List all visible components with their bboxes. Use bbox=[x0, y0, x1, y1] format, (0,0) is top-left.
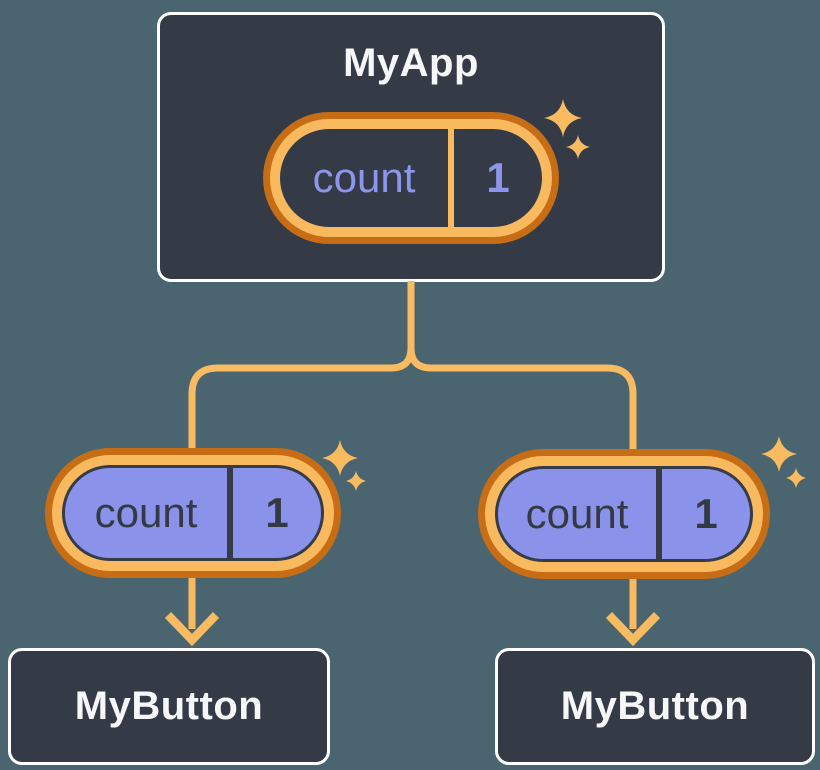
state-pill-mybutton-left: count 1 bbox=[45, 448, 341, 578]
state-value: 1 bbox=[694, 490, 718, 537]
state-divider bbox=[448, 129, 454, 227]
sparkle-icon bbox=[322, 440, 358, 476]
branch-right-line bbox=[407, 281, 637, 470]
state-value: 1 bbox=[265, 489, 289, 536]
sparkle-icon bbox=[346, 471, 366, 491]
arrow-down-left-icon bbox=[164, 612, 220, 647]
state-name: count bbox=[525, 490, 629, 537]
state-pill-myapp: count 1 bbox=[263, 112, 559, 244]
state-divider bbox=[656, 469, 662, 559]
state-divider bbox=[227, 468, 233, 558]
sparkle-icon bbox=[786, 468, 806, 488]
node-mybutton-left-title: MyButton bbox=[74, 684, 264, 728]
state-value: 1 bbox=[486, 154, 510, 201]
state-pill-ring: count 1 bbox=[485, 456, 763, 572]
node-mybutton-right-title: MyButton bbox=[560, 684, 750, 728]
node-mybutton-left: MyButton bbox=[8, 648, 330, 765]
state-pill-ring: count 1 bbox=[270, 119, 552, 237]
state-pill-mybutton-right: count 1 bbox=[478, 449, 770, 579]
state-name: count bbox=[312, 154, 416, 201]
sparkle-icon bbox=[761, 436, 797, 472]
state-pill-ring: count 1 bbox=[52, 455, 334, 571]
arrow-down-right-icon bbox=[605, 612, 661, 647]
state-name: count bbox=[94, 489, 198, 536]
branch-left-line bbox=[188, 281, 415, 470]
node-mybutton-right: MyButton bbox=[495, 648, 815, 765]
node-myapp-title: MyApp bbox=[343, 41, 479, 85]
